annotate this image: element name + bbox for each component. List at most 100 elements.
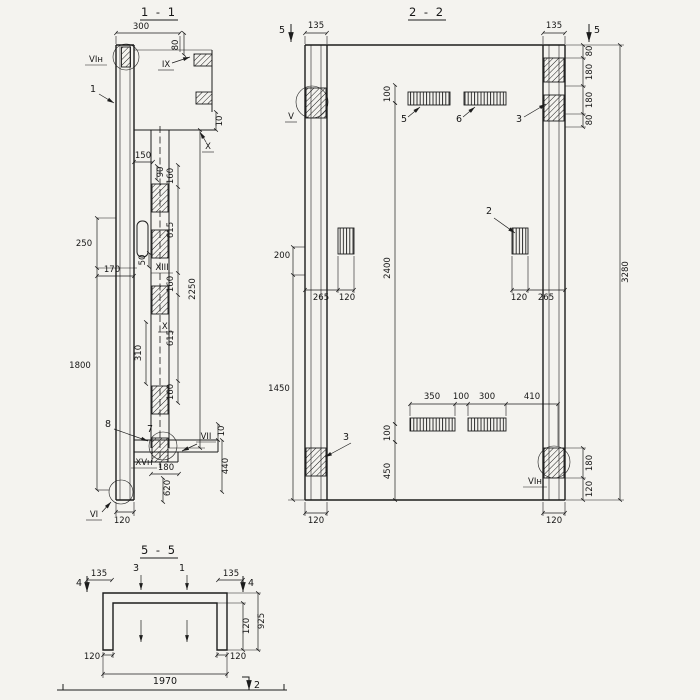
anchor-plate xyxy=(543,447,565,479)
dim-label: 310 xyxy=(134,345,144,361)
callout-circle xyxy=(148,431,178,461)
dim-label: 350 xyxy=(424,392,440,402)
dim-label: 160 xyxy=(166,168,176,184)
dim-chain-right: 160 615 160 615 160 xyxy=(166,163,181,405)
part-6-label: 6 xyxy=(456,106,476,125)
part-5-label: 5 xyxy=(401,106,421,125)
dim-label: 1450 xyxy=(268,384,290,394)
dim-middle-left: 265 120 xyxy=(303,256,356,303)
callout-circle xyxy=(108,479,134,505)
dim-label: 615 xyxy=(166,222,176,238)
dim-120-bottom-right: 120 xyxy=(215,652,246,662)
callout-label-vi: VI xyxy=(90,510,98,520)
part-3-top-label: 3 xyxy=(516,103,547,125)
dim-120-bottom-left: 120 xyxy=(84,652,115,662)
part-number: 2 xyxy=(486,206,492,217)
detail-callout-7: 7 xyxy=(147,424,178,461)
dim-label: 615 xyxy=(166,330,176,346)
section-2-2: 2 - 2 5 5 135 135 xyxy=(268,5,631,526)
dim-135-left: 135 xyxy=(303,21,329,44)
dim-label: 120 xyxy=(546,516,562,526)
callout-label-x: X xyxy=(205,142,211,152)
anchor-plate xyxy=(305,447,327,477)
anchor-plate xyxy=(543,57,565,83)
anchor-plate xyxy=(195,91,213,105)
callout-label-vin: VIн xyxy=(89,55,103,65)
lifting-slot xyxy=(136,220,149,258)
dim-80: 80 xyxy=(171,31,187,57)
dim-10-top: 10 xyxy=(213,110,225,132)
part-8-label: 8 xyxy=(105,419,149,442)
dim-label: 265 xyxy=(538,293,554,303)
dim-180: 180 xyxy=(149,463,181,477)
dim-label: 10 xyxy=(215,116,225,127)
dim-label: 620 xyxy=(163,480,173,496)
channel-outline xyxy=(102,592,228,651)
callout-label-xiii: XIII xyxy=(155,263,168,273)
part-3-label: 3 xyxy=(133,563,143,590)
section-5-5: 5 - 5 4 4 135 135 3 1 xyxy=(57,543,287,691)
dim-120: 120 xyxy=(114,502,136,526)
dim-label: 100 xyxy=(383,86,393,102)
dim-label: 80 xyxy=(171,40,181,51)
dim-label: 150 xyxy=(135,151,151,161)
part-number: 6 xyxy=(456,114,462,125)
detail-ix: IX xyxy=(134,49,213,112)
anchor-plate xyxy=(151,285,169,315)
part-1-label: 1 xyxy=(179,563,189,590)
callout-circle xyxy=(112,43,140,71)
cut-label: 2 xyxy=(254,680,260,691)
dim-label: 100 xyxy=(383,425,393,441)
dim-label: 120 xyxy=(308,516,324,526)
dim-label: 120 xyxy=(585,481,595,497)
dim-label: 180 xyxy=(585,92,595,108)
dim-label: 3280 xyxy=(621,261,631,283)
callout-label-vin: VIн xyxy=(528,477,542,487)
dim-120-bottom-left: 120 xyxy=(303,502,329,526)
section-2-2-title-text: 2 - 2 xyxy=(409,5,445,19)
dim-50: 50 xyxy=(138,251,152,269)
callout-label-xvn: XVн xyxy=(135,458,152,468)
part-number: 5 xyxy=(401,114,407,125)
dim-100-top: 100 xyxy=(383,83,398,105)
top-anchor-plates xyxy=(407,57,565,122)
dim-label: 50 xyxy=(138,255,148,266)
part-number: 1 xyxy=(179,563,185,574)
callout-label-ix: IX xyxy=(162,60,171,70)
dim-label: 10 xyxy=(217,426,227,437)
anchor-plate xyxy=(409,417,456,432)
detail-callout-vin-bottom: VIн xyxy=(523,445,571,488)
section-1-1: 1 - 1 VIн 1 300 xyxy=(69,5,231,526)
dim-135-right: 135 xyxy=(216,569,245,583)
dim-label: 170 xyxy=(104,265,120,275)
part-1-label: 1 xyxy=(90,84,115,104)
cut-label: 4 xyxy=(76,578,82,589)
dim-135-right: 135 xyxy=(541,21,567,44)
dim-120-bottom-right: 120 xyxy=(541,502,567,526)
dim-label: 135 xyxy=(91,569,107,579)
dim-label: 120 xyxy=(242,618,252,634)
dim-150: 150 xyxy=(132,151,155,165)
dim-label: 2400 xyxy=(383,257,393,279)
callout-label-vii: VII xyxy=(201,432,212,442)
dim-label: 180 xyxy=(158,463,174,473)
section-5-5-title: 5 - 5 xyxy=(140,543,178,559)
anchor-plate xyxy=(305,87,327,119)
dim-label: 2250 xyxy=(188,278,198,300)
label-x: X xyxy=(199,131,214,153)
dim-135-left: 135 xyxy=(85,569,114,583)
dim-label: 410 xyxy=(524,392,540,402)
label-xi: XI xyxy=(158,322,174,333)
dim-label: 200 xyxy=(274,251,290,261)
dim-310: 310 xyxy=(134,320,149,386)
dim-label: 440 xyxy=(221,458,231,474)
anchor-plate xyxy=(151,183,169,213)
detail-callout-vin-top: VIн xyxy=(85,43,140,71)
cut-label: 5 xyxy=(594,25,600,36)
dim-label: 180 xyxy=(585,455,595,471)
dim-label: 100 xyxy=(453,392,469,402)
sheet-border-bottom xyxy=(57,684,287,691)
section-2-2-title: 2 - 2 xyxy=(408,5,446,21)
dim-chain-left: 250 1800 xyxy=(69,216,137,492)
